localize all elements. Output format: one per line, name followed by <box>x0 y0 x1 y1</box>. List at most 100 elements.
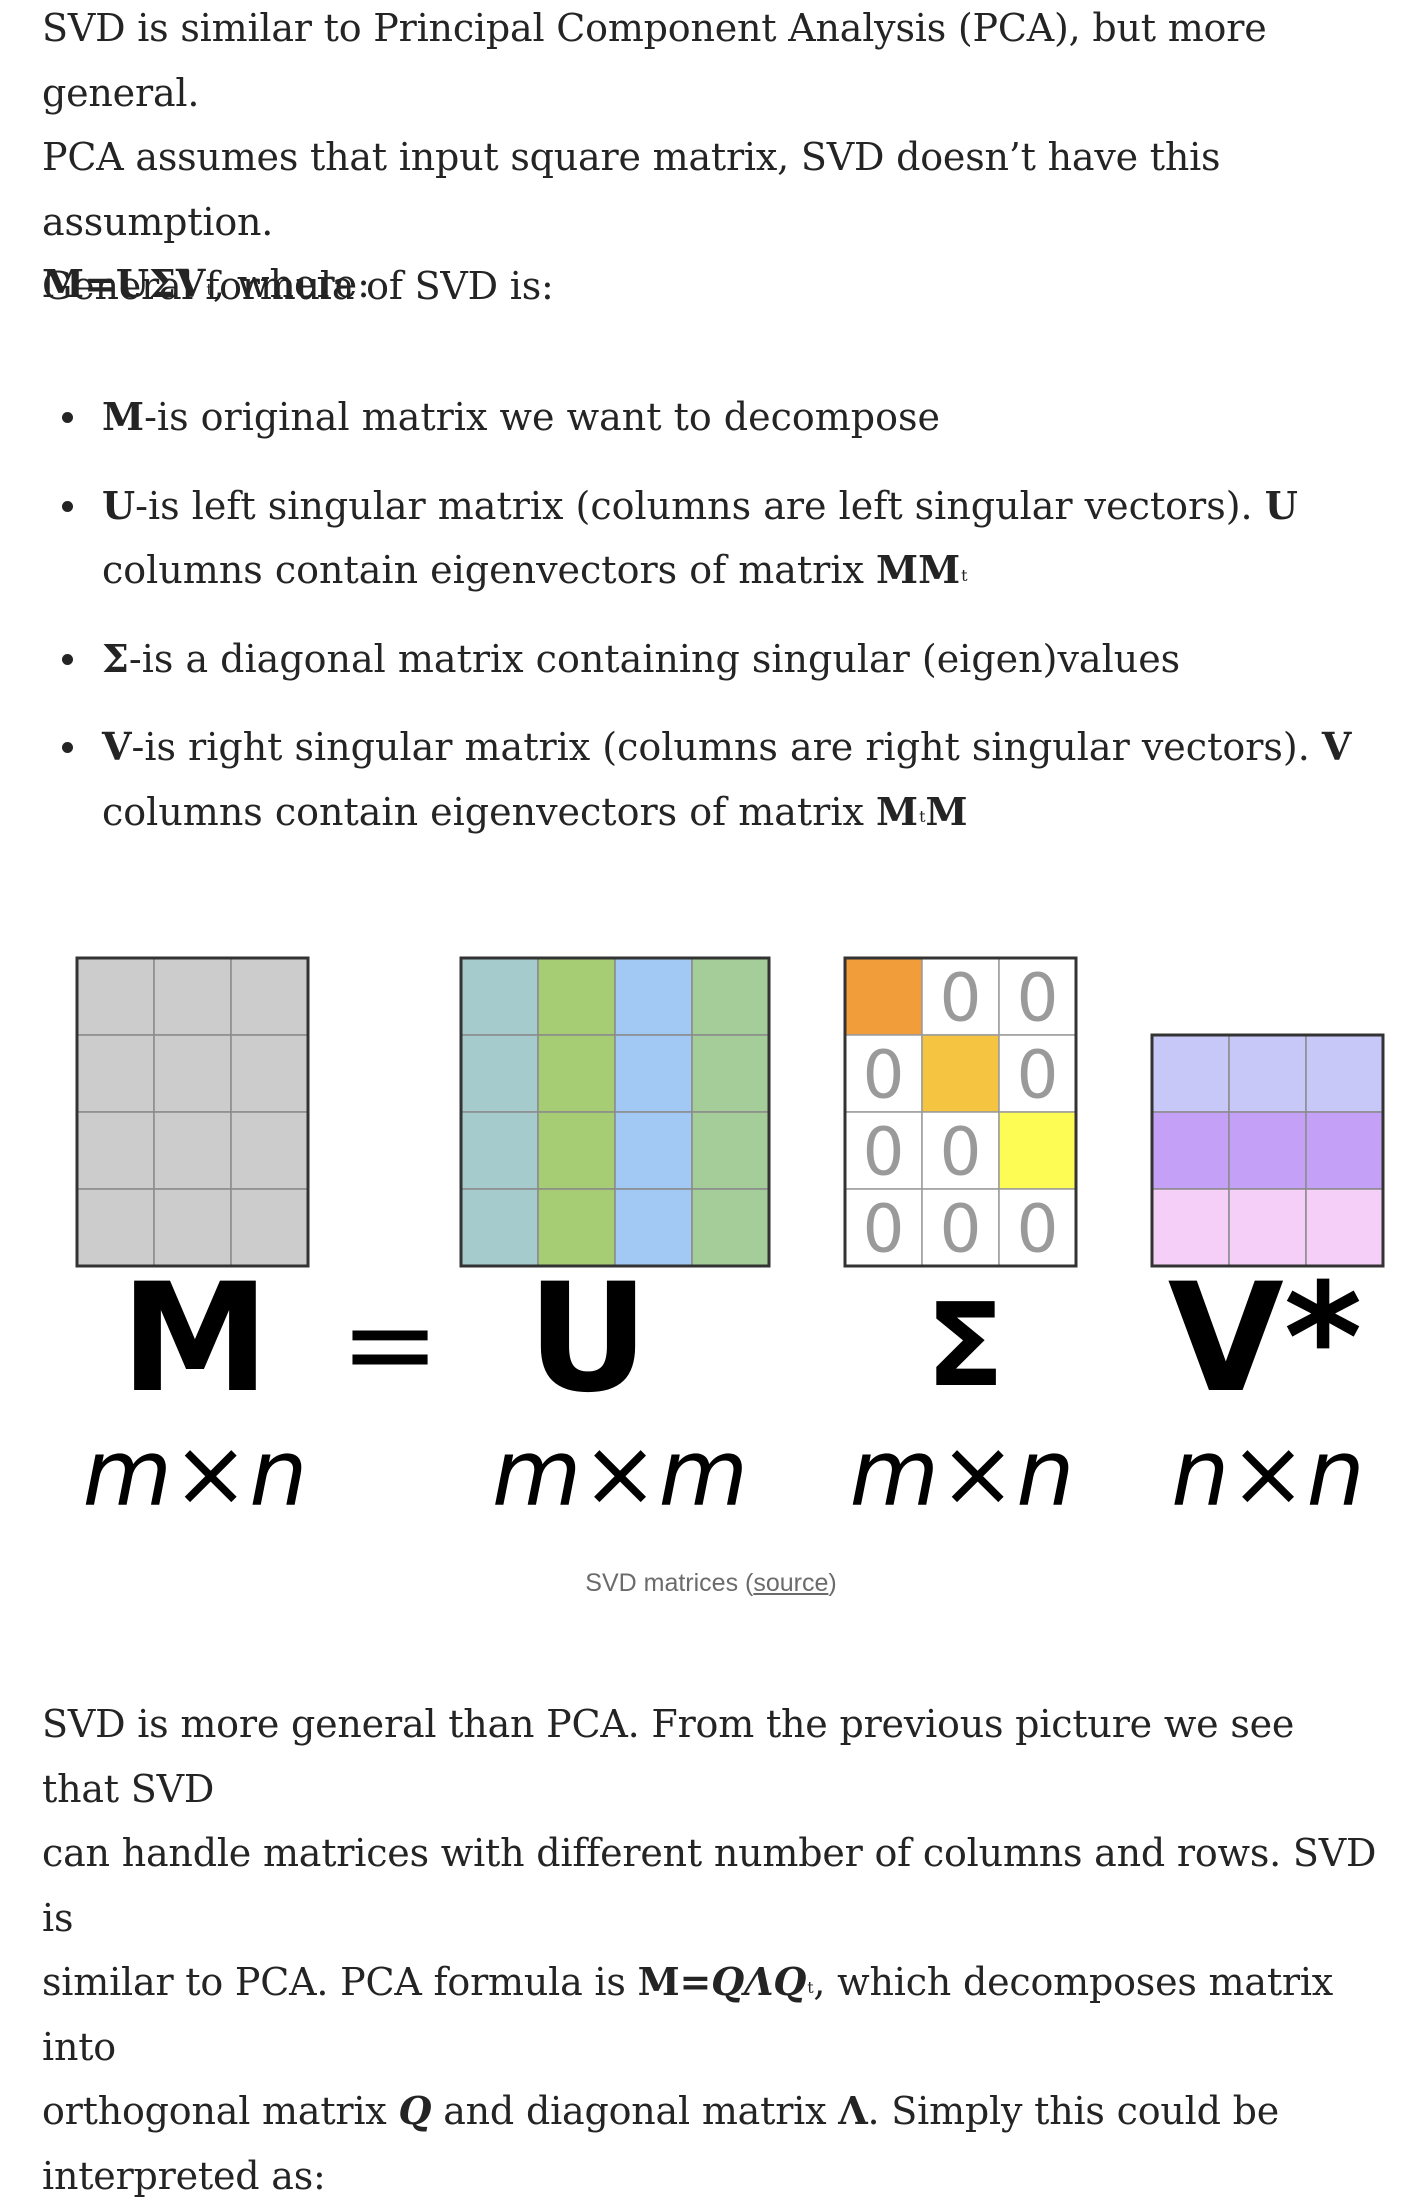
bullet-text: columns contain eigenvectors of matrix <box>102 789 877 834</box>
bullet-term: V <box>1321 724 1352 769</box>
sigma-zero-text: 0 <box>1017 1191 1059 1268</box>
matrix-u-cell <box>614 1188 693 1267</box>
matrix-u-cell <box>614 957 693 1036</box>
bullet-text: -is a diagonal matrix containing singula… <box>128 636 1181 681</box>
pca-formula-sup: t <box>807 1977 814 1997</box>
formula-eq: = <box>84 261 116 306</box>
matrix-m-cell <box>230 1034 309 1113</box>
list-item: M-is original matrix we want to decompos… <box>42 385 1387 450</box>
sigma-diagonal-cell <box>998 1111 1077 1190</box>
matrix-v-grid <box>1150 1033 1385 1268</box>
matrix-m-cell <box>230 957 309 1036</box>
list-item: U-is left singular matrix (columns are l… <box>42 474 1387 603</box>
bullet-text: -is original matrix we want to decompose <box>144 395 940 439</box>
label-equals: = <box>340 1275 441 1414</box>
sigma-zero-text: 0 <box>863 1191 905 1268</box>
matrix-u-cell <box>691 957 770 1036</box>
list-item: V-is right singular matrix (columns are … <box>42 715 1387 844</box>
sigma-zero-text: 0 <box>1017 960 1059 1037</box>
intro-line-2: PCA assumes that input square matrix, SV… <box>42 135 1221 244</box>
sigma-zero-text: 0 <box>940 1191 982 1268</box>
matrix-u-cell <box>691 1111 770 1190</box>
formula-tail: , where: <box>212 262 370 306</box>
outro-line-2: can handle matrices with different numbe… <box>42 1831 1377 1940</box>
matrix-v-border <box>1150 1033 1385 1268</box>
matrix-u-cell <box>460 1111 539 1190</box>
bullet-text: columns contain eigenvectors of matrix <box>102 548 877 592</box>
matrix-m-cell <box>76 1034 155 1113</box>
matrix-u-cell <box>460 957 539 1036</box>
matrix-v-cell <box>1151 1034 1230 1113</box>
matrix-m-cell <box>76 957 155 1036</box>
matrix-m-cell <box>230 1188 309 1267</box>
caption-close: ) <box>828 1569 837 1597</box>
matrix-v-cell <box>1228 1034 1307 1113</box>
bullet-term: Σ <box>102 635 129 681</box>
dim-sigma: m×n <box>849 1420 1074 1527</box>
diagonal-lambda: Λ <box>838 2088 868 2133</box>
sigma-zero-text: 0 <box>1017 1037 1059 1114</box>
matrix-u-cell <box>537 957 616 1036</box>
bullet-term: M <box>876 788 919 834</box>
bullet-term: U <box>102 482 136 528</box>
matrix-v-cell <box>1151 1111 1230 1190</box>
sigma-zero-text: 0 <box>940 960 982 1037</box>
caption-source-link[interactable]: source <box>753 1569 829 1597</box>
dim-v: n×n <box>1171 1420 1365 1527</box>
sigma-zero-cell <box>921 957 1000 1036</box>
matrix-u-cell <box>537 1111 616 1190</box>
matrix-m-border <box>75 956 310 1268</box>
sigma-zero-cell <box>998 1188 1077 1267</box>
matrix-v-cell <box>1305 1188 1384 1267</box>
matrix-u-border <box>459 956 771 1268</box>
outro-line-4-tail: . Simply this could be <box>867 2089 1280 2133</box>
dim-u: m×m <box>492 1420 748 1527</box>
bullet-term: U <box>1264 482 1298 528</box>
bullet-text: -is left singular matrix (columns are le… <box>135 483 1265 528</box>
matrix-u-cell <box>614 1111 693 1190</box>
formula-sup: t <box>206 279 213 299</box>
sigma-zero-cell <box>844 1188 923 1267</box>
formula-rhs: UΣV <box>115 261 206 306</box>
label-u: U <box>527 1252 649 1426</box>
bullet-sup: t <box>961 565 968 585</box>
definitions-list: M-is original matrix we want to decompos… <box>42 385 1387 868</box>
label-v: V* <box>1168 1252 1363 1426</box>
caption-text: SVD matrices ( <box>585 1569 754 1597</box>
pca-formula-m: M= <box>637 1959 712 2004</box>
outro-line-4: orthogonal matrix <box>42 2089 399 2133</box>
matrix-u-cell <box>614 1034 693 1113</box>
matrix-m-cell <box>76 1111 155 1190</box>
matrix-m-cell <box>230 1111 309 1190</box>
sigma-zero-text: 0 <box>940 1114 982 1191</box>
matrix-v-cell <box>1228 1111 1307 1190</box>
matrix-sigma-border <box>843 956 1078 1268</box>
bullet-term: M <box>925 788 968 834</box>
bullet-term: M <box>102 394 145 439</box>
matrix-m-cell <box>153 957 232 1036</box>
orthogonal-q: Q <box>398 2088 432 2133</box>
sigma-zero-text: 0 <box>863 1037 905 1114</box>
outro-line-4-mid: and diagonal matrix <box>431 2089 839 2133</box>
bullet-sup: t <box>919 807 926 827</box>
list-item: Σ-is a diagonal matrix containing singul… <box>42 627 1387 692</box>
formula-lhs: M <box>42 261 85 306</box>
label-sigma: Σ <box>926 1279 1005 1413</box>
intro-paragraph: SVD is similar to Principal Component An… <box>42 0 1382 319</box>
matrix-u-cell <box>460 1034 539 1113</box>
matrix-u-cell <box>537 1034 616 1113</box>
pca-formula-q: QΛQ <box>711 1959 807 2004</box>
dim-m: m×n <box>82 1420 307 1527</box>
sigma-diagonal-cell <box>921 1034 1000 1113</box>
svd-formula: M=UΣVt, where: <box>42 252 370 316</box>
outro-line-5: interpreted as: <box>42 2153 326 2198</box>
matrix-m-cell <box>153 1111 232 1190</box>
bullet-text: -is right singular matrix (columns are r… <box>131 725 1322 769</box>
outro-line-1: SVD is more general than PCA. From the p… <box>42 1702 1295 1811</box>
intro-line-3: General formula of SVD is: <box>42 264 554 308</box>
matrix-u-cell <box>691 1188 770 1267</box>
